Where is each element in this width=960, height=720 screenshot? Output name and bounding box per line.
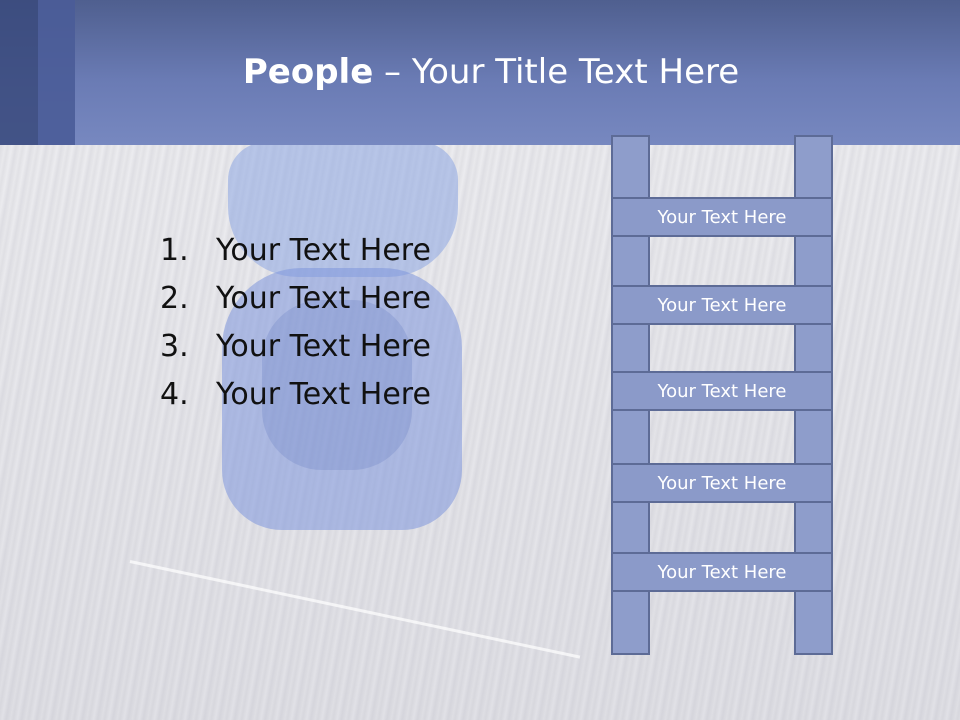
ladder-rung-4[interactable]: Your Text Here (611, 463, 833, 503)
list-number: 4. (160, 377, 189, 412)
list-text: Your Text Here (216, 377, 431, 412)
ladder-rung-5[interactable]: Your Text Here (611, 552, 833, 592)
list-item: 1. Your Text Here (160, 233, 431, 281)
numbered-list[interactable]: 1. Your Text Here 2. Your Text Here 3. Your… (160, 233, 431, 425)
list-item: 3. Your Text Here (160, 329, 431, 377)
title-bold: People (242, 52, 374, 92)
ladder-diagram: Your Text Here Your Text Here Your Text … (611, 135, 833, 657)
header-accent-strip (0, 0, 38, 145)
floss-spool-image (262, 300, 412, 470)
list-text: Your Text Here (216, 281, 431, 316)
title-rest: – Your Title Text Here (373, 52, 740, 92)
floss-dispenser-lid-image (228, 142, 458, 277)
slide-title[interactable]: People – Your Title Text Here (0, 52, 960, 92)
list-number: 1. (160, 233, 189, 268)
ladder-rung-2[interactable]: Your Text Here (611, 285, 833, 325)
ladder-rung-3[interactable]: Your Text Here (611, 371, 833, 411)
list-item: 4. Your Text Here (160, 377, 431, 425)
title-bar: People – Your Title Text Here (0, 0, 960, 145)
list-number: 3. (160, 329, 189, 364)
header-accent-strip (38, 0, 75, 145)
ladder-rung-1[interactable]: Your Text Here (611, 197, 833, 237)
floss-dispenser-body-image (222, 268, 462, 530)
list-text: Your Text Here (216, 329, 431, 364)
list-number: 2. (160, 281, 189, 316)
list-item: 2. Your Text Here (160, 281, 431, 329)
list-text: Your Text Here (216, 233, 431, 268)
